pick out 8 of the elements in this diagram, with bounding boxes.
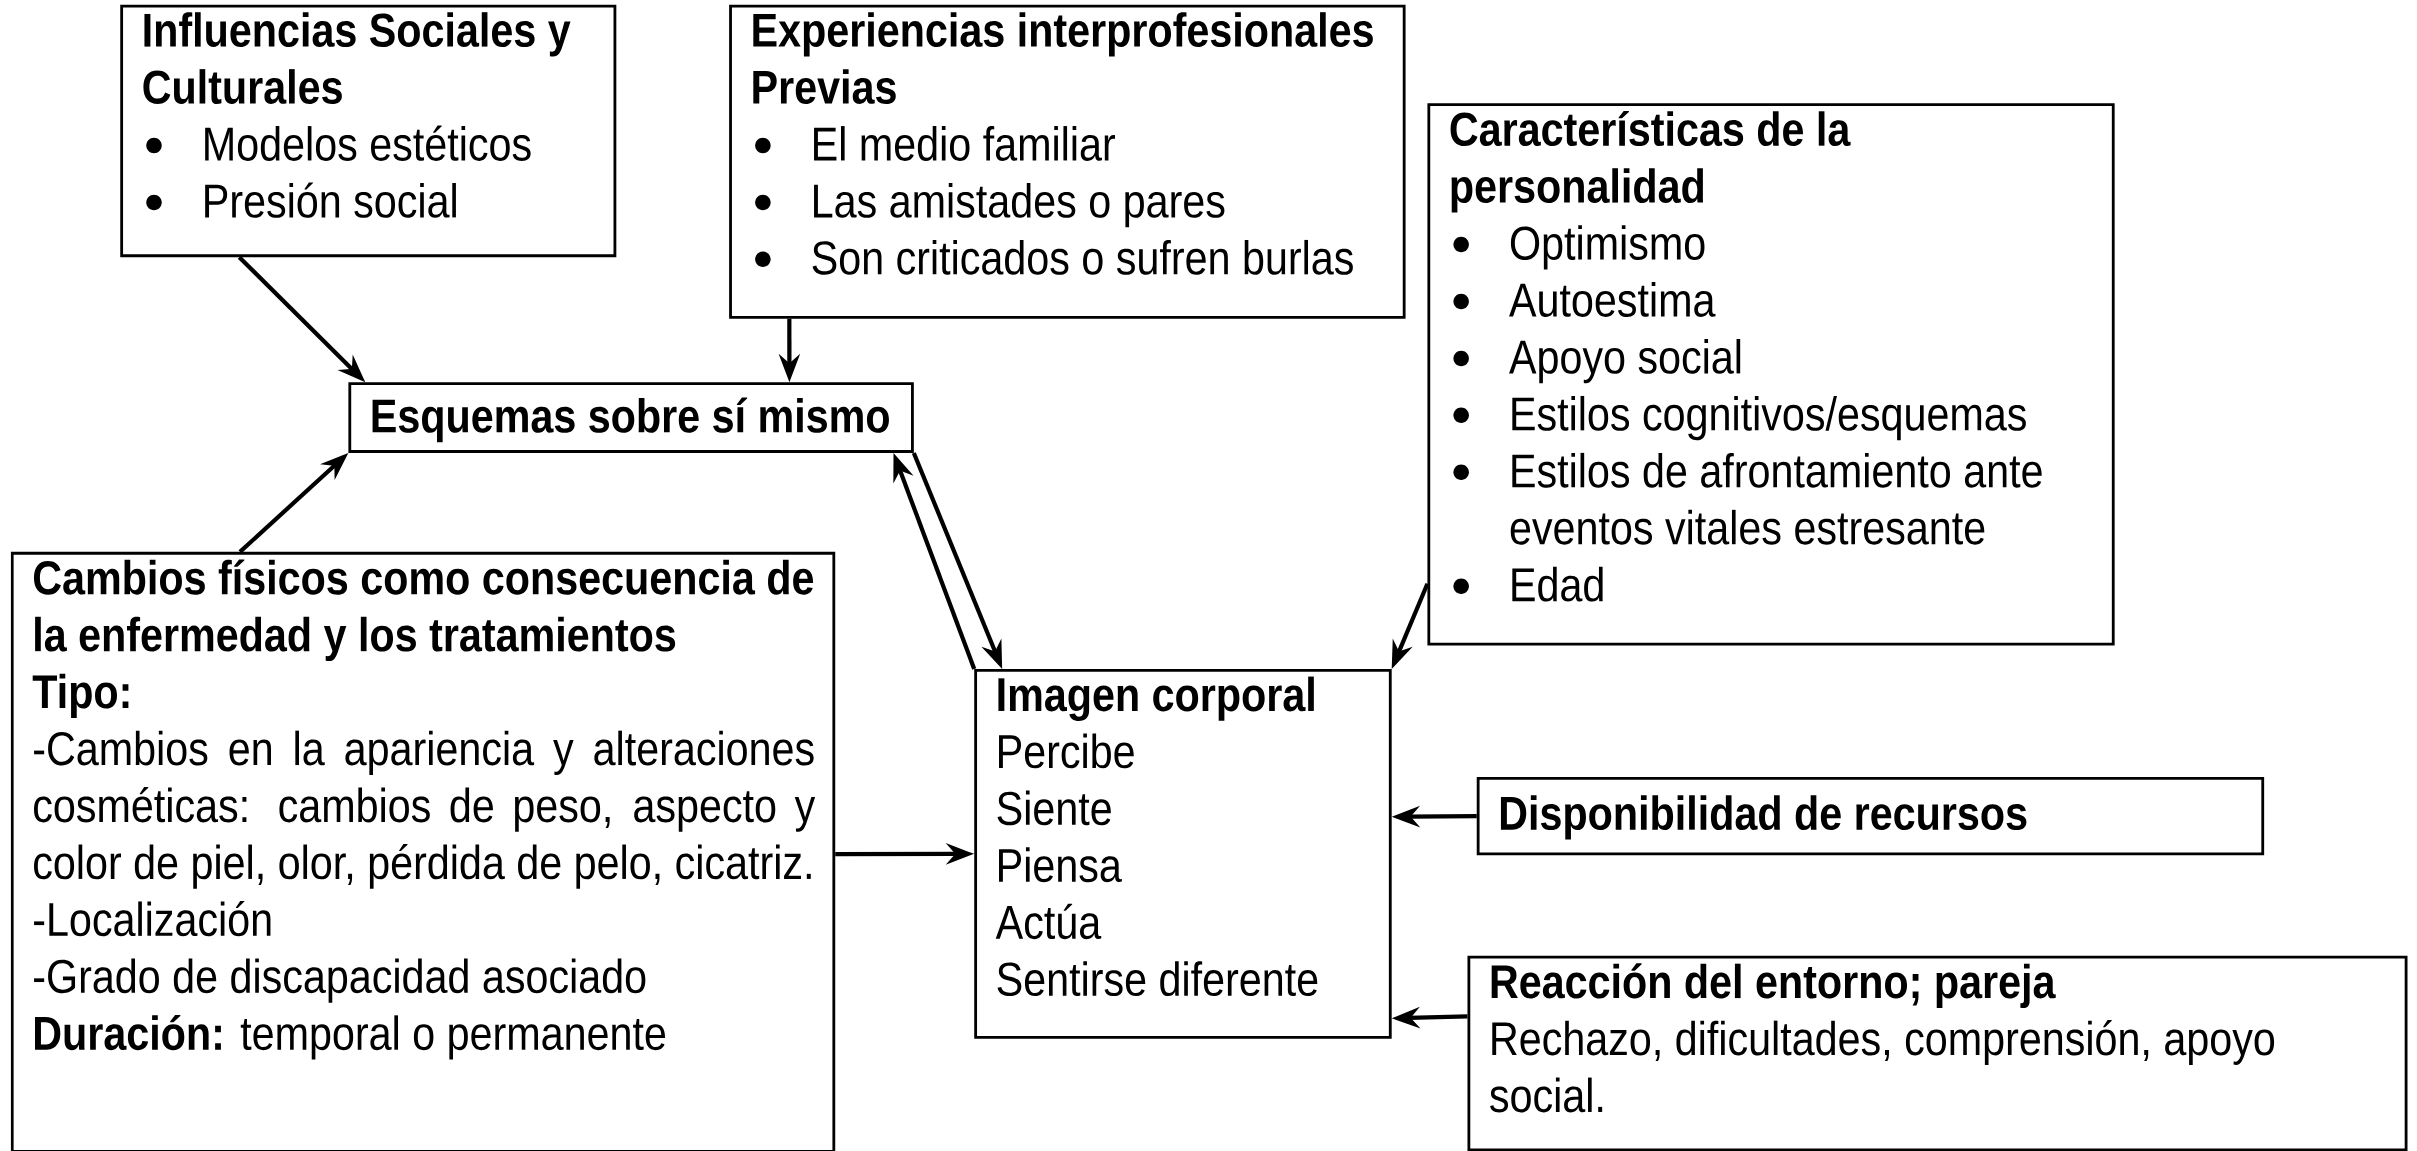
- text-box: Características de la personalidad Optimismo Autoestima Apoyo social Estilos cognitivos/esquemas Estilos de afrontamiento ante eventos vitales estresante Edad: [1427, 103, 2115, 646]
- text-box: Cambios físicos como consecuencia de la enfermedad y los tratamientos Tipo: -Cambios en la apariencia y alteraciones cosméticas: cambios de peso, aspecto y color de piel, olor, pérdida de pelo, cicatriz. -Localización -Grado de discapacidad asociado Duración: temporal o permanente: [10, 551, 836, 1151]
- text-box: Disponibilidad de recursos: [1476, 776, 2265, 856]
- text-box: Experiencias interprofesionales Previas El medio familiar Las amistades o pares Son criticados o sufren burlas: [729, 4, 1406, 319]
- text-box: Imagen corporal Percibe Siente Piensa Actúa Sentirse diferente: [974, 669, 1392, 1039]
- text-box: Reacción del entorno; pareja Rechazo, dificultades, comprensión, apoyo social.: [1467, 955, 2408, 1151]
- text-box: Influencias Sociales y Culturales Modelos estéticos Presión social: [120, 4, 617, 258]
- text-box: Esquemas sobre sí mismo: [348, 382, 914, 453]
